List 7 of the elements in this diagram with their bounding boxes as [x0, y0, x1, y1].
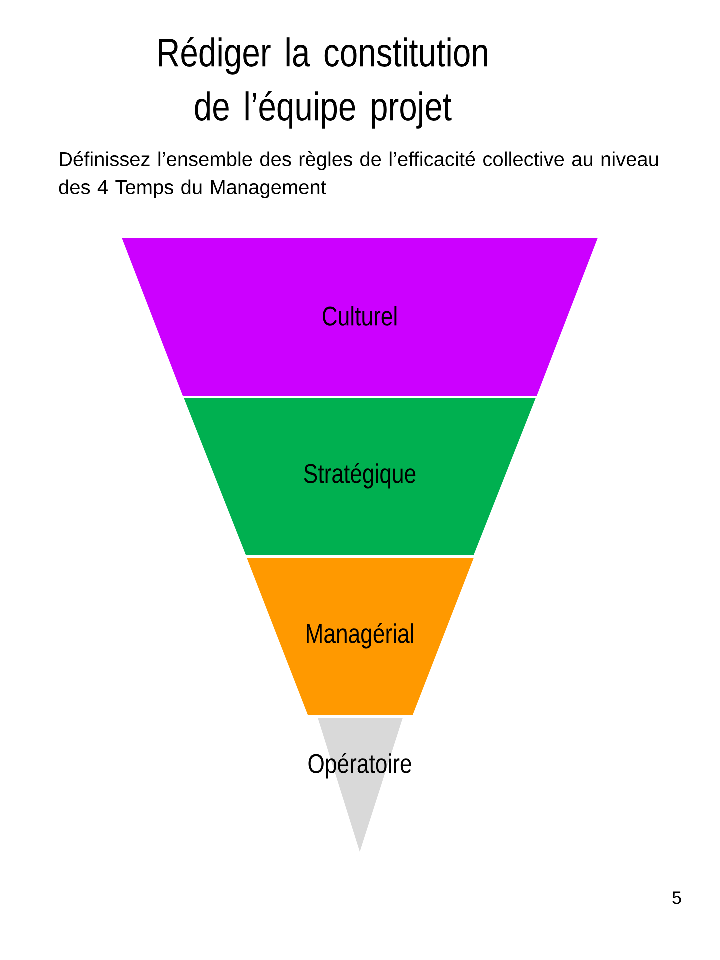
page-number: 5 [672, 892, 682, 904]
funnel-band: Stratégique [184, 398, 536, 555]
funnel-band: Opératoire [308, 718, 412, 852]
funnel-band: Culturel [122, 238, 598, 396]
subtitle: Définissez l’ensemble des règles de l’efficacité collective au niveau des 4 Temps du Management [59, 152, 658, 198]
funnel-band: Managérial [247, 558, 474, 715]
title: Rédiger la constitution de l’équipe projet [159, 37, 488, 129]
